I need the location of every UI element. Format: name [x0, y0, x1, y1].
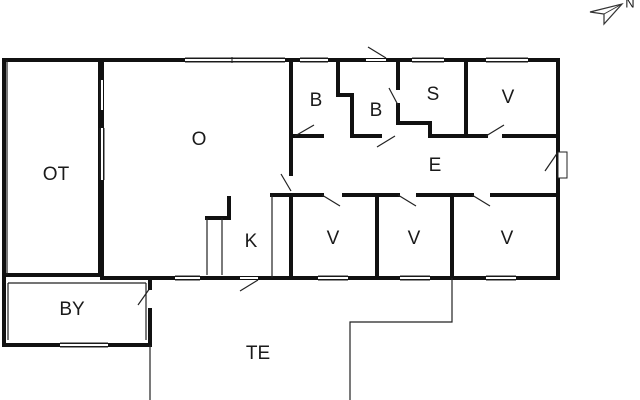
window-o-left	[99, 80, 105, 180]
room-label-te: TE	[246, 343, 270, 364]
window-top-s	[412, 57, 444, 63]
door-top-entry	[366, 46, 387, 61]
window-top-b	[300, 57, 328, 63]
window-top-v	[486, 57, 528, 63]
room-label-o: O	[192, 129, 207, 150]
terrace-outline	[149, 278, 453, 400]
room-label-v2: V	[327, 228, 340, 249]
room-label-s: S	[427, 84, 440, 105]
wall-main-outline	[100, 58, 560, 280]
room-label-v3: V	[408, 228, 421, 249]
north-arrow-icon	[589, 2, 624, 26]
room-label-v4: V	[501, 228, 514, 249]
room-label-b2: B	[370, 100, 383, 121]
room-label-b1: B	[310, 90, 323, 111]
room-label-ot: OT	[43, 164, 70, 185]
room-label-by: BY	[59, 299, 85, 320]
compass-label: N	[625, 0, 634, 10]
window-bottom	[175, 275, 516, 281]
wall-by	[2, 273, 152, 348]
room-label-v1: V	[502, 87, 515, 108]
room-label-k: K	[245, 231, 258, 252]
room-label-e: E	[429, 155, 442, 176]
door-swings	[137, 87, 559, 306]
window-e-right	[557, 151, 568, 179]
wall-interior	[205, 58, 560, 280]
window-top-o	[185, 57, 285, 63]
